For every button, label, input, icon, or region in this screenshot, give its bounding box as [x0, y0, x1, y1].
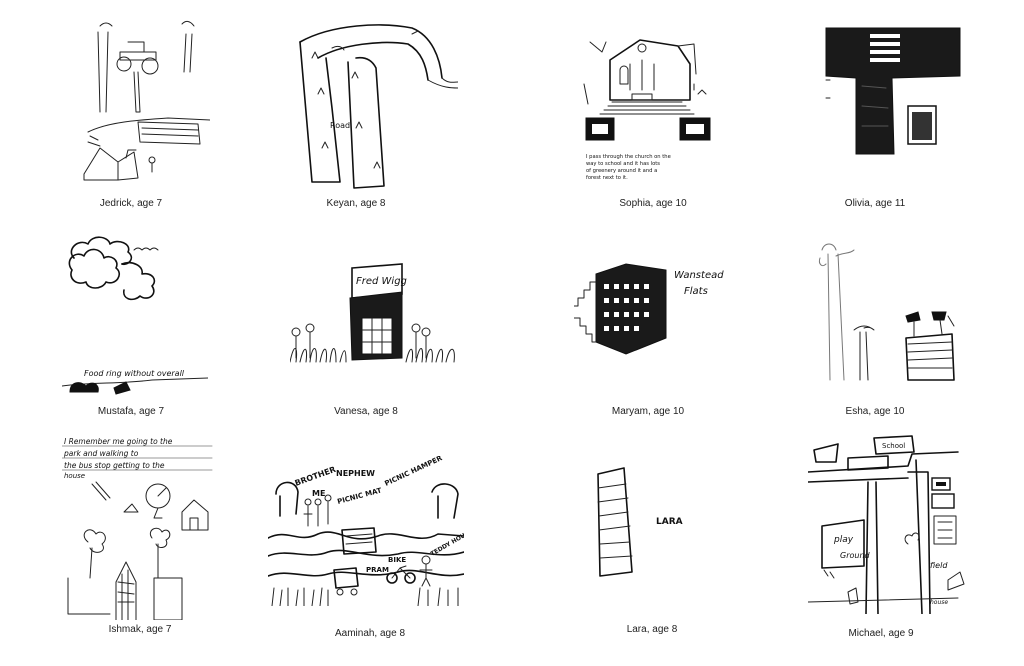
- michael-school: School: [882, 442, 905, 450]
- caption-olivia: Olivia, age 11: [844, 198, 906, 209]
- michael-play: play: [833, 535, 854, 545]
- michael-field: field: [930, 561, 948, 570]
- vanesa-sign: Fred Wigg: [356, 276, 407, 287]
- sophia-note-line-2: way to school and it has lots: [586, 161, 660, 167]
- sophia-note-line-3: of greenery around it and a: [586, 168, 657, 174]
- caption-lara: Lara, age 8: [626, 624, 678, 635]
- caption-keyan: Keyan, age 8: [326, 198, 386, 209]
- lara-name: LARA: [656, 517, 683, 527]
- drawing-mustafa: Food ring without overall: [62, 230, 208, 402]
- sophia-note-line-4: forest next to it.: [586, 175, 628, 181]
- aaminah-me: ME: [312, 489, 325, 498]
- caption-aaminah: Aaminah, age 8: [334, 628, 406, 639]
- aaminah-nephew: NEPHEW: [336, 469, 375, 478]
- caption-esha: Esha, age 10: [845, 406, 905, 417]
- ishmak-note-line-2: park and walking to: [63, 449, 139, 458]
- maryam-sign-line-1: Wanstead: [674, 270, 724, 281]
- drawing-aaminah: BROTHER NEPHEW ME PICNIC MAT PICNIC HAMP…: [268, 456, 464, 606]
- caption-ishmak: Ishmak, age 7: [108, 624, 172, 635]
- caption-jedrick: Jedrick, age 7: [99, 198, 163, 209]
- ishmak-note-line-4: house: [64, 472, 85, 480]
- caption-sophia: Sophia, age 10: [619, 198, 687, 209]
- aaminah-hamper: PICNIC HAMPER: [383, 456, 444, 488]
- mustafa-note: Food ring without overall: [84, 369, 185, 378]
- ishmak-note-line-1: I Remember me going to the: [64, 437, 173, 446]
- aaminah-bike: BIKE: [388, 556, 406, 564]
- drawing-keyan: Road: [292, 18, 458, 192]
- keyan-road-label: Road: [330, 121, 350, 130]
- caption-michael: Michael, age 9: [848, 628, 914, 639]
- ishmak-note-line-3: the bus stop getting to the: [64, 461, 165, 470]
- drawing-jedrick: [78, 12, 210, 190]
- maryam-sign-line-2: Flats: [684, 286, 708, 297]
- drawing-vanesa: Fred Wigg: [290, 262, 460, 366]
- caption-vanesa: Vanesa, age 8: [334, 406, 398, 417]
- aaminah-mat: PICNIC MAT: [336, 486, 382, 506]
- caption-maryam: Maryam, age 10: [611, 406, 685, 417]
- drawing-sophia: I pass through the church on the way to …: [582, 34, 716, 190]
- michael-ground: Ground: [840, 551, 871, 560]
- drawing-maryam: Wanstead Flats: [574, 262, 740, 362]
- drawing-michael: School play Ground field house: [808, 432, 966, 614]
- aaminah-pram: PRAM: [366, 566, 389, 574]
- aaminah-brother: BROTHER: [294, 465, 337, 488]
- sophia-note-line-1: I pass through the church on the: [586, 154, 671, 160]
- michael-house: house: [930, 599, 948, 606]
- drawing-olivia: [822, 26, 962, 158]
- drawing-lara: LARA: [590, 464, 700, 580]
- drawing-ishmak: I Remember me going to the park and walk…: [62, 434, 214, 620]
- caption-mustafa: Mustafa, age 7: [97, 406, 165, 417]
- drawing-esha: [814, 240, 964, 384]
